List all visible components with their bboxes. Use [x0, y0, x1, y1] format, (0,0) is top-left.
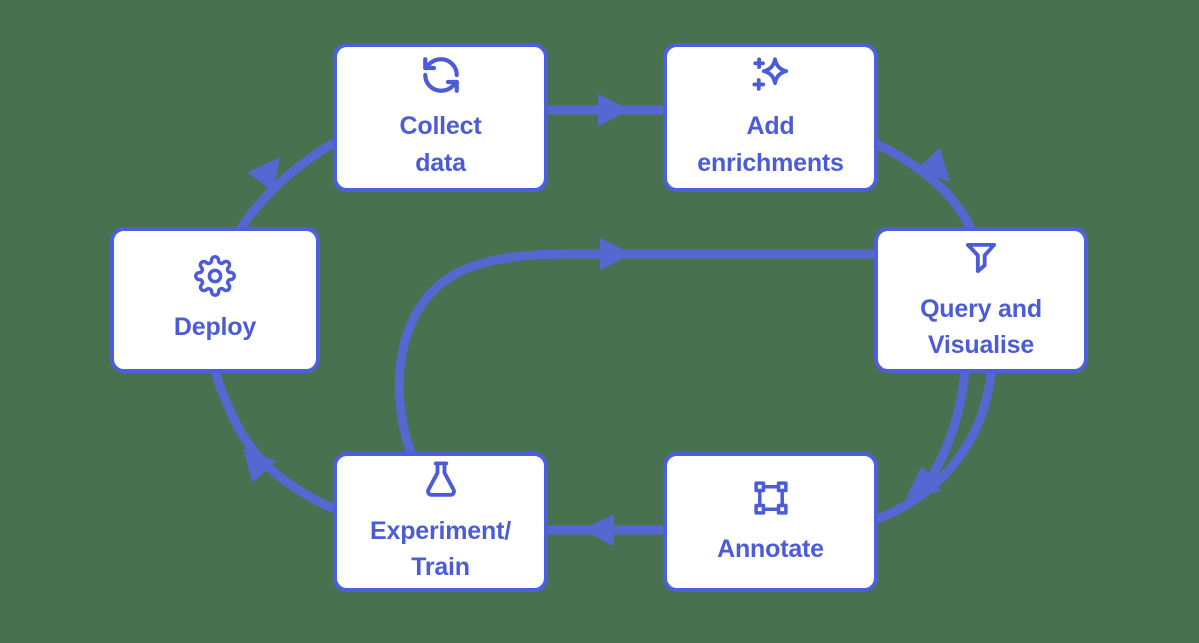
arrowhead-bottom [582, 514, 614, 546]
node-query-visualise: Query and Visualise [874, 227, 1088, 373]
arrowhead-right-bottom [906, 465, 942, 498]
flask-icon [420, 459, 462, 501]
sync-icon [420, 54, 462, 96]
node-deploy: Deploy [110, 227, 320, 373]
node-annotate: Annotate [663, 452, 878, 592]
node-collect-data: Collect data [333, 43, 548, 192]
node-add-enrichments: Add enrichments [663, 43, 878, 192]
arrowhead-inner [600, 238, 632, 270]
arrowhead-top [598, 94, 630, 126]
bounding-box-icon [750, 477, 792, 519]
filter-icon [960, 237, 1002, 279]
node-label: Experiment/ Train [370, 516, 511, 581]
arrowhead-right-top [916, 147, 950, 182]
node-label: Annotate [717, 534, 824, 563]
node-experiment-train: Experiment/ Train [333, 452, 548, 592]
gear-icon [194, 254, 236, 297]
arrowhead-left-bottom [243, 448, 277, 483]
sparkles-icon [750, 54, 792, 96]
node-label: Deploy [173, 312, 257, 341]
node-label: Query and Visualise [920, 294, 1042, 359]
node-label: Add enrichments [697, 112, 844, 177]
node-label: Collect data [399, 112, 482, 177]
arrowhead-left-top [247, 157, 280, 193]
